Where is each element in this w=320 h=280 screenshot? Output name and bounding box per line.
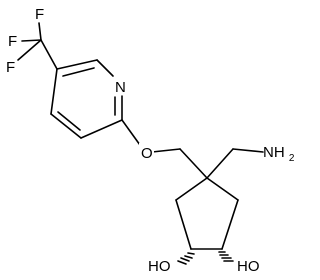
ring-double-bond-c3-c4-inner <box>57 111 81 131</box>
bond-c-f3 <box>17 39 42 61</box>
pyridine-ring <box>50 59 123 139</box>
cyclopentane-bond-4 <box>221 199 239 250</box>
cyclopentane-bond-5 <box>206 177 239 201</box>
chemical-structure-diagram: F F F N O NH 2 HO HO <box>6 6 295 275</box>
bond-o-ch2 <box>151 148 181 153</box>
amine-prefix: NH <box>263 144 285 161</box>
bond-quaternary-ch2n <box>206 148 234 179</box>
fluorine-label-bottom: F <box>6 59 15 76</box>
bond-c-f2 <box>21 39 42 42</box>
bond-ch2-quaternary <box>179 148 208 179</box>
ring-bond-c2-c3 <box>80 119 123 139</box>
nitrogen-label-background <box>113 77 128 95</box>
ring-double-bond-c5-c6-inner <box>62 67 95 77</box>
ring-bond-c3-c4 <box>50 113 82 139</box>
ether-oxygen-label: O <box>141 145 153 162</box>
ring-bond-c4-c5 <box>50 68 58 115</box>
fluorine-label-top: F <box>35 6 44 23</box>
pyridine-nitrogen-label: N <box>115 79 126 96</box>
oxygen-label-background <box>139 143 154 161</box>
trifluoromethyl-group <box>17 22 58 70</box>
stereo-bond-right-oh <box>218 251 234 262</box>
bond-c-f1 <box>38 22 42 41</box>
ring-bond-c5-c6 <box>56 59 98 70</box>
aminomethyl-group <box>206 148 264 179</box>
fluorine-label-left: F <box>8 33 17 50</box>
ring-bond-c6-n1-part <box>96 59 114 77</box>
hydroxyl-right-label: HO <box>237 258 260 275</box>
hydroxyl-left-label: HO <box>148 258 171 275</box>
cyclopentane-bond-2 <box>175 199 192 250</box>
cyclopentane-ring <box>175 177 239 250</box>
amine-subscript: 2 <box>289 153 295 164</box>
ether-linker <box>121 119 208 179</box>
bond-c2-o <box>121 119 141 146</box>
cyclopentane-bond-1 <box>175 177 208 201</box>
bond-cf3-to-ring <box>40 39 58 70</box>
stereo-bond-left-oh <box>177 252 195 265</box>
bond-ch2-nh2 <box>232 148 264 153</box>
amine-label: NH 2 <box>263 144 295 164</box>
atom-labels: F F F N O NH 2 HO HO <box>6 6 295 275</box>
